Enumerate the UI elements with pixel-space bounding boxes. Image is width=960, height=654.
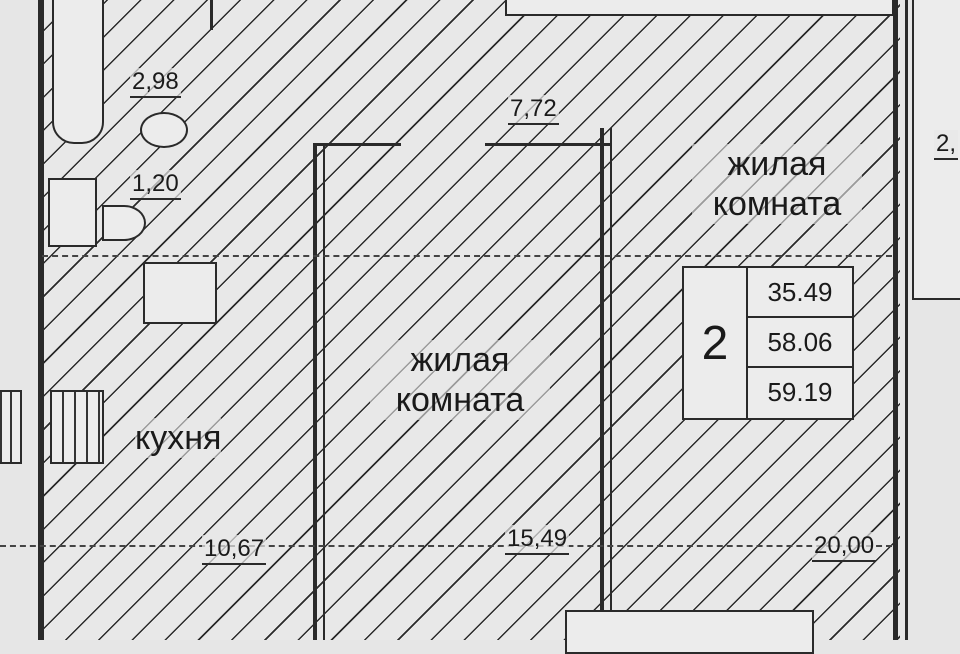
- total-area-cell: 58.06: [748, 318, 852, 368]
- partition-2: [600, 128, 604, 640]
- toilet-area: 1,20: [130, 170, 181, 200]
- apartment-summary-table: 2 35.49 58.06 59.19: [682, 266, 854, 420]
- rooms-count: 2: [684, 268, 748, 418]
- window: [565, 610, 814, 654]
- wall-right-outer: [905, 0, 908, 640]
- toilet-icon: [102, 205, 146, 241]
- living-area-cell: 35.49: [748, 268, 852, 318]
- washer-icon: [48, 178, 97, 247]
- kitchen-area: 10,67: [202, 535, 267, 565]
- total-with-balcony-cell: 59.19: [767, 376, 833, 407]
- wall-left: [38, 0, 44, 640]
- living-right-area: 20,00: [812, 532, 877, 562]
- neighbor-area: 2,: [934, 130, 959, 160]
- stove-neighbor-icon: [0, 390, 22, 464]
- partition-top-2: [485, 143, 610, 146]
- bath-wall: [210, 0, 213, 30]
- corridor-area: 7,72: [508, 95, 559, 125]
- stove-icon: [50, 390, 104, 464]
- partition-1: [313, 145, 317, 640]
- partition-2b: [610, 128, 612, 640]
- wall-right: [893, 0, 898, 640]
- top-wall: [505, 0, 894, 16]
- room-label-living-middle: жилая комната: [370, 340, 550, 420]
- partition-1b: [323, 145, 325, 640]
- partition-top-1: [313, 143, 401, 146]
- sink-icon: [140, 112, 188, 148]
- bathroom-area: 2,98: [130, 68, 181, 98]
- bathtub-icon: [52, 0, 104, 144]
- room-label-living-right: жилая комната: [692, 144, 862, 224]
- living-middle-area: 15,49: [505, 525, 570, 555]
- dim-line-top: [42, 255, 892, 257]
- room-label-kitchen: кухня: [135, 418, 222, 458]
- dim-line-bottom: [0, 545, 892, 547]
- sink-kitchen-icon: [143, 262, 217, 324]
